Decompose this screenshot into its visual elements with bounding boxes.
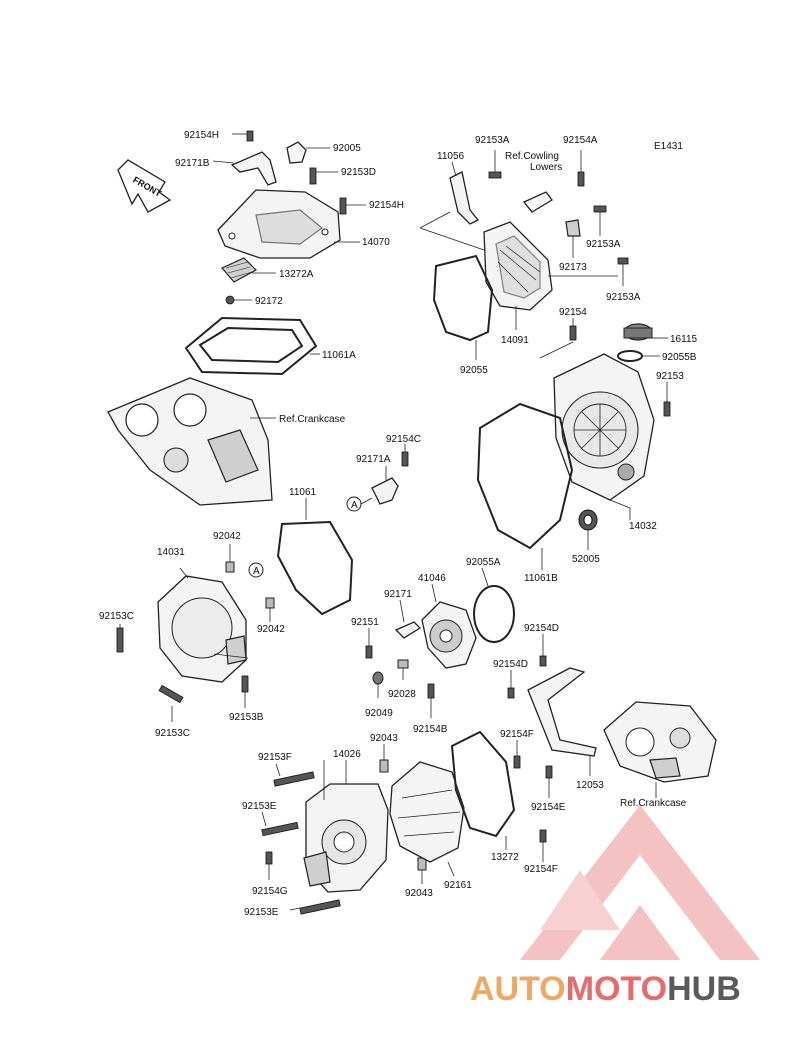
part-label: 92153E [242, 801, 277, 812]
part-label: 92153A [586, 239, 621, 250]
part-label: 14091 [501, 335, 529, 346]
part-label: 11056 [437, 151, 465, 162]
part-label: 14031 [157, 547, 185, 558]
part-label: 92154F [524, 864, 558, 875]
front-arrow-icon: FRONT [117, 159, 172, 213]
part-label: 92154 [559, 307, 587, 318]
part-label: Ref.Crankcase [620, 798, 687, 809]
part-label: 92055 [460, 365, 488, 376]
head-cover-group [184, 130, 366, 376]
part-label: 92173 [559, 262, 587, 273]
part-label: 92043 [370, 733, 398, 744]
part-label: 92005 [333, 143, 361, 154]
part-label: 92154E [531, 802, 566, 813]
part-label: Ref.Crankcase [279, 414, 346, 425]
part-label: 92153B [229, 712, 264, 723]
watermark-text: AUTOMOTOHUB [470, 970, 741, 1008]
part-label: 92154G [252, 886, 288, 897]
crankcase-ref-upper [107, 377, 276, 506]
part-label: 92042 [213, 531, 241, 542]
part-label: 92153D [341, 167, 376, 178]
part-label: 14070 [362, 237, 390, 248]
part-label: 92171A [356, 454, 391, 465]
part-label: 11061A [322, 350, 356, 361]
part-label: 13272 [491, 852, 519, 863]
part-label: 92154D [524, 623, 559, 634]
svg-text:AUTOMOTOHUB: AUTOMOTOHUB [470, 970, 741, 1008]
diagram-code: E1431 [654, 141, 683, 152]
part-label: 92151 [351, 617, 379, 628]
part-label: 92153A [606, 292, 641, 303]
part-label: 92154H [184, 130, 219, 141]
part-label: 12053 [576, 780, 604, 791]
pulser-cover-group [365, 567, 515, 718]
part-label: 92153E [244, 907, 279, 918]
ref-circle-a-upper: A [351, 500, 358, 511]
ref-circle-a-lower: A [253, 566, 260, 577]
part-label: 92171B [175, 158, 210, 169]
part-label: 92042 [257, 624, 285, 635]
watermark-moto: MOTO [566, 970, 667, 1008]
part-label: 92028 [388, 689, 416, 700]
part-label: 11061 [289, 487, 317, 498]
part-label: 92161 [444, 880, 472, 891]
part-label: 52005 [572, 554, 600, 565]
bracket-92171A-group: A [346, 444, 409, 512]
part-label: 92153A [475, 135, 510, 146]
generator-cover-group: A [116, 498, 354, 722]
part-label: 92043 [405, 888, 433, 899]
lower-cover-group [261, 730, 553, 915]
part-labels: E1431 92154H 92171B 92005 92153D 92154H … [99, 130, 698, 918]
chain-guide-group [507, 634, 717, 798]
clutch-cover-group [476, 318, 671, 570]
part-label: 92153C [99, 611, 134, 622]
part-label: 92172 [255, 296, 283, 307]
part-label: 14026 [333, 749, 361, 760]
part-label: 14032 [629, 521, 657, 532]
part-label: 92055B [662, 352, 697, 363]
part-label: 92171 [384, 589, 412, 600]
part-label: 92154F [500, 729, 534, 740]
part-label: 41046 [418, 573, 446, 584]
part-label: Lowers [530, 162, 562, 173]
part-label: 92154A [563, 135, 598, 146]
part-label: 11061B [524, 573, 558, 584]
part-label: Ref.Cowling [505, 151, 559, 162]
part-label: 92049 [365, 708, 393, 719]
watermark-auto: AUTO [470, 970, 566, 1008]
watermark-logo [520, 805, 760, 960]
part-label: 92153C [155, 728, 190, 739]
part-label: 92153F [258, 752, 292, 763]
part-label: 16115 [670, 334, 698, 345]
part-label: 92153 [656, 371, 684, 382]
part-label: 92154C [386, 434, 421, 445]
watermark-hub: HUB [667, 970, 741, 1008]
part-label: 92055A [466, 557, 501, 568]
part-label: 92154D [493, 659, 528, 670]
cover-14091-group [419, 150, 629, 360]
part-label: 92154H [369, 200, 404, 211]
part-label: 92154B [413, 724, 448, 735]
part-label: 13272A [279, 269, 314, 280]
